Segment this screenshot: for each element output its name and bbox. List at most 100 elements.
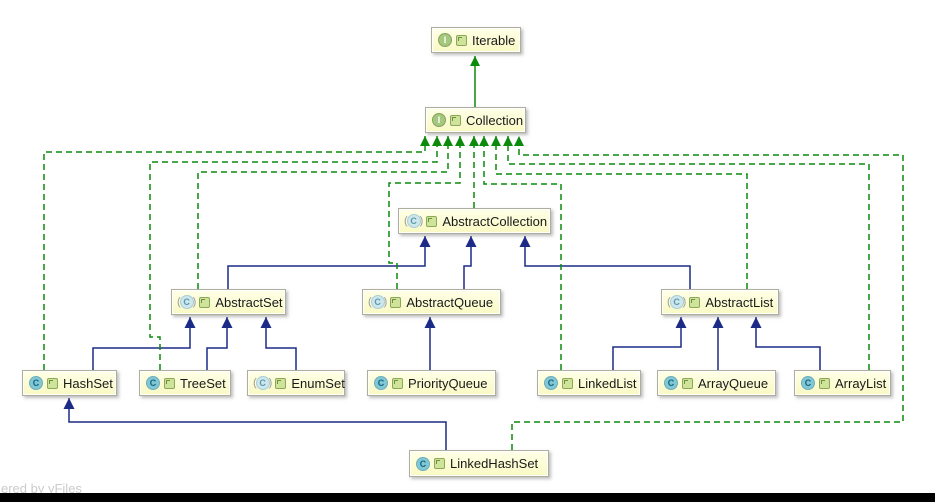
visibility-icon xyxy=(689,296,701,308)
edge-Collection-Iterable xyxy=(470,56,480,107)
edge-TreeSet-AbstractSet xyxy=(206,317,233,370)
arrowhead-icon xyxy=(465,236,477,247)
class-name-label: AbstractCollection xyxy=(442,213,548,229)
class-name-label: LinkedList xyxy=(578,375,637,391)
class-name-label: AbstractQueue xyxy=(406,294,494,310)
edge-TreeSet-Collection xyxy=(149,136,442,370)
class-node-HashSet[interactable]: C HashSet xyxy=(22,370,117,396)
edge-HashSet-Collection xyxy=(43,136,430,370)
arrowhead-icon xyxy=(479,136,489,146)
edge-PriorityQueue-AbstractQueue xyxy=(424,317,436,370)
visibility-icon xyxy=(392,377,403,389)
arrowhead-icon xyxy=(470,56,480,66)
edge-AbstractQueue-AbstractCollection xyxy=(463,236,477,289)
arrowhead-icon xyxy=(221,317,233,328)
class-icon: C xyxy=(664,376,678,390)
edge-ArrayList-Collection xyxy=(503,136,870,370)
class-name-label: AbstractSet xyxy=(215,294,283,310)
class-node-TreeSet[interactable]: C TreeSet xyxy=(139,370,231,396)
class-node-LinkedHashSet[interactable]: C LinkedHashSet xyxy=(409,450,549,477)
class-name-label: PriorityQueue xyxy=(408,375,488,391)
class-name-label: HashSet xyxy=(63,375,113,391)
class-node-AbstractList[interactable]: (C) AbstractList xyxy=(661,289,779,315)
class-node-PriorityQueue[interactable]: C PriorityQueue xyxy=(367,370,496,396)
visibility-icon xyxy=(562,377,573,389)
visibility-icon xyxy=(456,34,467,46)
abstract-class-icon: (C) xyxy=(404,214,424,228)
visibility-icon xyxy=(275,377,287,389)
arrowhead-icon xyxy=(419,236,431,247)
class-node-ArrayList[interactable]: C ArrayList xyxy=(794,370,891,396)
class-icon: C xyxy=(374,376,388,390)
abstract-class-icon: (C) xyxy=(177,295,197,309)
edge-LinkedList-Collection xyxy=(479,136,562,370)
class-name-label: Iterable xyxy=(472,32,516,48)
class-node-AbstractSet[interactable]: (C) AbstractSet xyxy=(171,289,286,315)
edge-AbstractList-Collection xyxy=(491,136,748,289)
arrowhead-icon xyxy=(184,317,196,328)
abstract-class-icon: (C) xyxy=(667,295,687,309)
visibility-icon xyxy=(47,377,58,389)
edge-AbstractCollection-Collection xyxy=(469,136,479,208)
arrowhead-icon xyxy=(675,317,687,328)
visibility-icon xyxy=(426,215,438,227)
class-node-AbstractCollection[interactable]: (C) AbstractCollection xyxy=(398,208,551,234)
class-node-ArrayQueue[interactable]: C ArrayQueue xyxy=(657,370,776,396)
interface-icon: I xyxy=(432,113,446,127)
edge-AbstractList-AbstractCollection xyxy=(519,236,691,289)
arrowhead-icon xyxy=(750,317,762,328)
arrowhead-icon xyxy=(469,136,479,146)
arrowhead-icon xyxy=(491,136,501,146)
class-icon: C xyxy=(544,376,558,390)
interface-icon: I xyxy=(438,33,452,47)
abstract-class-icon: (C) xyxy=(368,295,388,309)
class-name-label: Collection xyxy=(466,112,524,128)
arrowhead-icon xyxy=(432,136,442,146)
arrowhead-icon xyxy=(712,317,724,328)
edge-HashSet-AbstractSet xyxy=(92,317,196,370)
arrowhead-icon xyxy=(514,136,524,146)
edge-AbstractSet-AbstractCollection xyxy=(227,236,431,289)
class-name-label: ArrayList xyxy=(835,375,887,391)
class-node-AbstractQueue[interactable]: (C) AbstractQueue xyxy=(362,289,501,315)
arrowhead-icon xyxy=(420,136,430,146)
arrowhead-icon xyxy=(503,136,513,146)
edge-LinkedHashSet-HashSet xyxy=(63,398,447,450)
class-icon: C xyxy=(146,376,160,390)
class-node-EnumSet[interactable]: (C) EnumSet xyxy=(247,370,345,396)
arrowhead-icon xyxy=(260,317,272,328)
visibility-icon xyxy=(164,377,175,389)
arrowhead-icon xyxy=(424,317,436,328)
class-name-label: AbstractList xyxy=(705,294,774,310)
class-node-Iterable[interactable]: I Iterable xyxy=(431,27,521,53)
arrowhead-icon xyxy=(443,136,453,146)
edge-AbstractQueue-Collection xyxy=(388,136,465,289)
visibility-icon xyxy=(450,114,461,126)
arrowhead-icon xyxy=(455,136,465,146)
edge-LinkedList-AbstractList xyxy=(612,317,687,370)
class-name-label: LinkedHashSet xyxy=(450,456,539,471)
edge-ArrayList-AbstractList xyxy=(750,317,821,370)
abstract-class-icon: (C) xyxy=(253,376,273,390)
arrowhead-icon xyxy=(63,398,75,409)
bottom-bar xyxy=(0,493,935,502)
edge-EnumSet-AbstractSet xyxy=(260,317,297,370)
class-name-label: TreeSet xyxy=(180,375,226,391)
class-icon: C xyxy=(416,456,430,471)
edge-AbstractSet-Collection xyxy=(197,136,453,289)
class-node-LinkedList[interactable]: C LinkedList xyxy=(537,370,641,396)
class-name-label: EnumSet xyxy=(291,375,345,391)
arrowhead-icon xyxy=(519,236,531,247)
class-name-label: ArrayQueue xyxy=(698,375,769,391)
yfiles-watermark: ered by yFiles xyxy=(1,481,82,496)
visibility-icon xyxy=(434,458,445,469)
visibility-icon xyxy=(390,296,402,308)
edge-LinkedHashSet-Collection xyxy=(511,136,904,450)
visibility-icon xyxy=(682,377,693,389)
visibility-icon xyxy=(199,296,211,308)
class-node-Collection[interactable]: I Collection xyxy=(425,107,526,133)
edge-ArrayQueue-AbstractList xyxy=(712,317,724,370)
class-icon: C xyxy=(29,376,43,390)
